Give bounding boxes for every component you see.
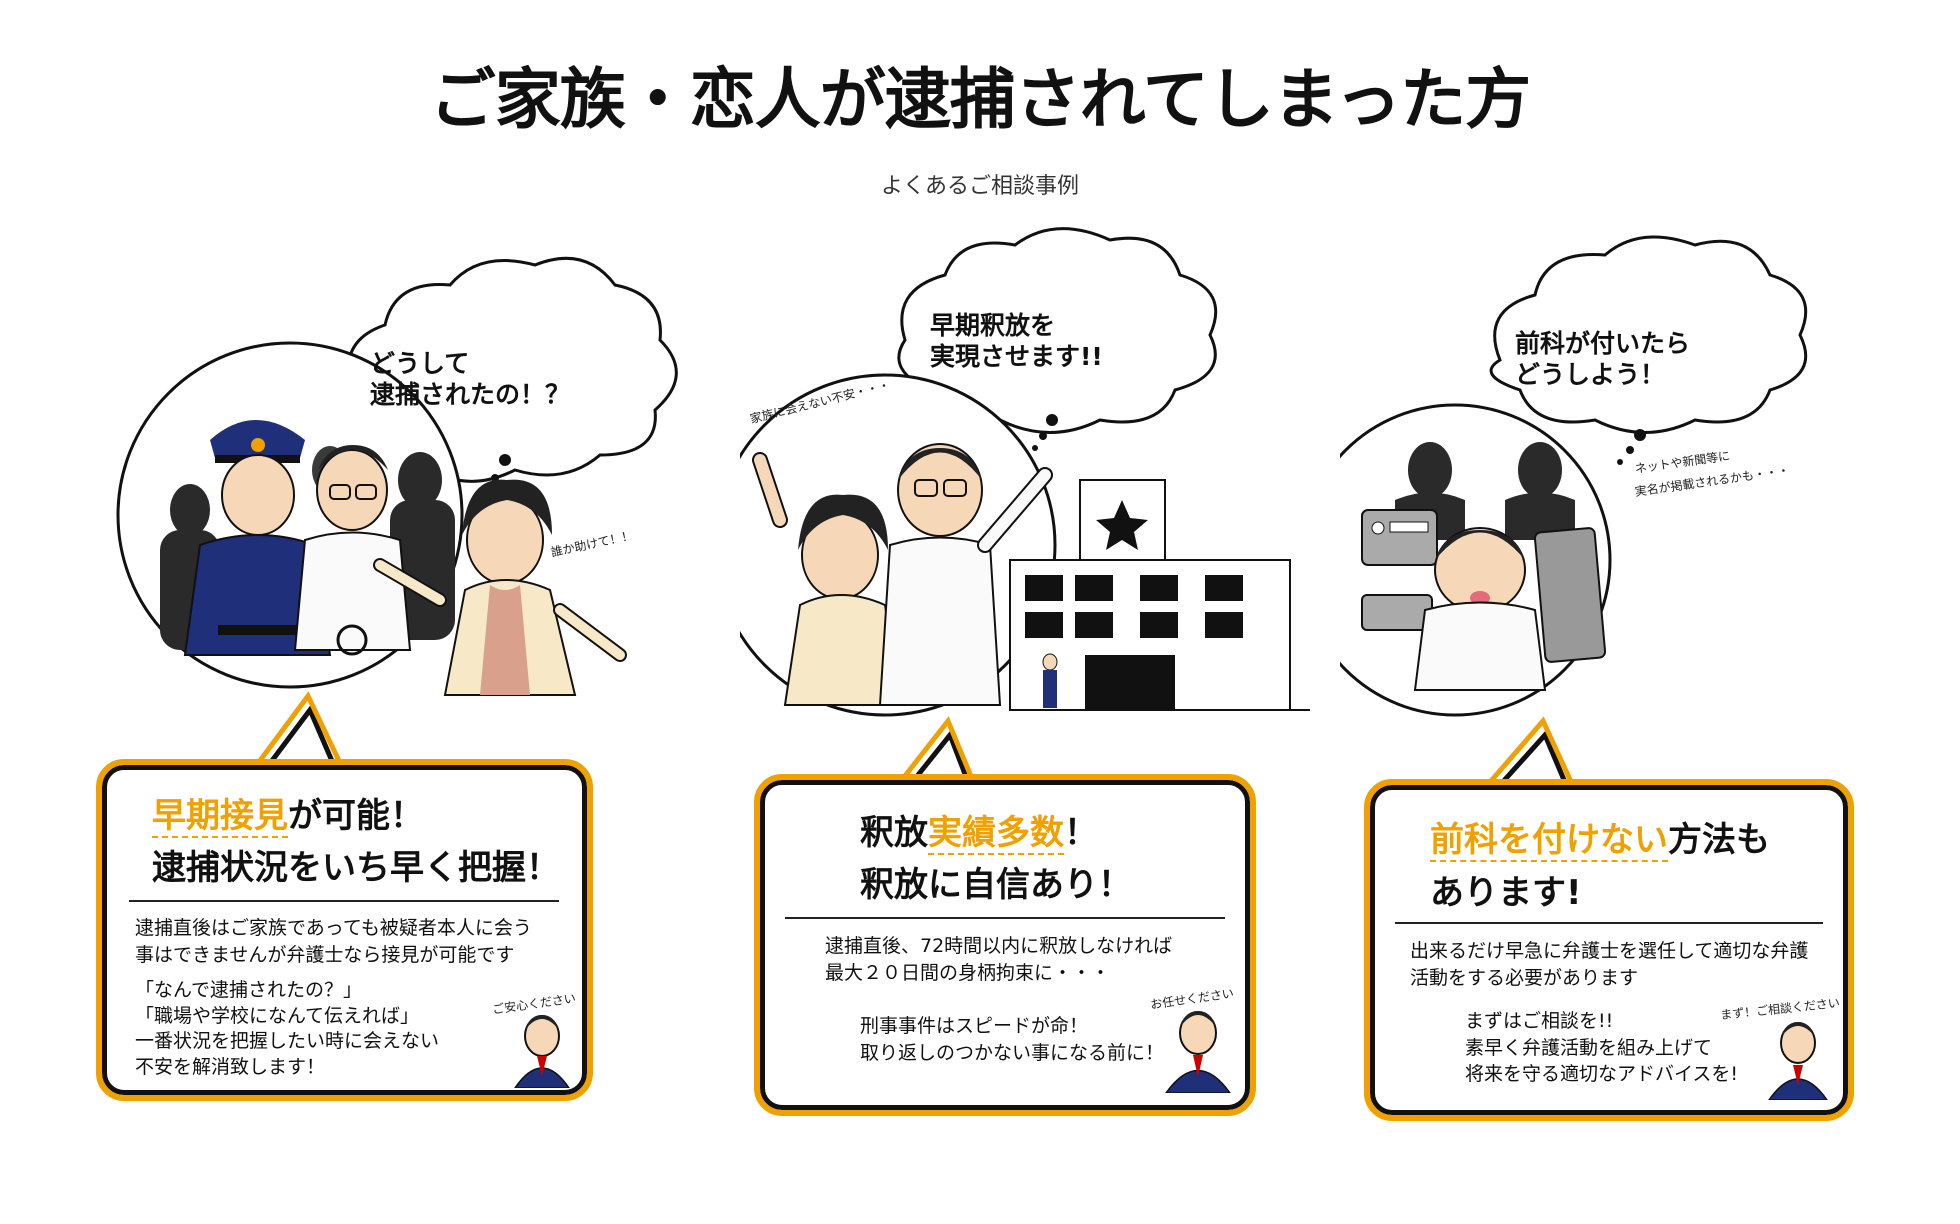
bubble-line: 逮捕されたの！？ [370,380,571,410]
card-tail [263,705,338,772]
card-headline-1: 前科を付けない方法も [1430,820,1770,862]
card-headline-2: 逮捕状況をいち早く把握！ [152,848,560,888]
card-body-2: まずはご相談を!!素早く弁護活動を組み上げて将来を守る適切なアドバイスを! [1465,1010,1739,1086]
bubble-line: どうしよう！ [1515,360,1666,390]
case-panel-record: 前科が付いたら どうしよう！ ネットや新聞等に 実名が掲載されるかも・・・ 前科… [1340,0,1960,1224]
info-card: 前科を付けない方法も あります! 出来るだけ早急に弁護士を選任して適切な弁護活動… [1364,779,1854,1121]
card-headline-1: 早期接見が可能！ [152,796,424,838]
card-body-1: 出来るだけ早急に弁護士を選任して適切な弁護活動をする必要があります [1410,940,1809,989]
card-tail [908,730,973,788]
card-tail [1498,730,1570,788]
page-title: ご家族・恋人が逮捕されてしまった方 [429,61,1531,138]
bubble-line: 実現させます!! [930,342,1103,372]
thought-bubble-text: 前科が付いたら どうしよう！ [1515,328,1690,391]
card-body-2: 刑事事件はスピードが命！取り返しのつかない事になる前に！ [860,1015,1165,1064]
card-headline-2: 釈放に自信あり！ [860,865,1132,905]
lawyer-icon [1165,1011,1231,1093]
arrest-illustration [116,256,678,772]
lawyer-icon [1768,1022,1828,1100]
release-illustration [740,227,1310,788]
bubble-line: 早期釈放を [930,311,1056,340]
card-headline-1: 釈放実績多数！ [860,813,1098,855]
divider [1395,922,1823,924]
card-body-1: 逮捕直後、72時間以内に釈放しなければ最大２０日間の身柄拘束に・・・ [825,935,1173,984]
case-panel-arrest: どうして 逮捕されたの！？ 誰か助けて！！ 早期接見が可能！ 逮捕状況をいち早く… [90,0,743,1224]
card-body-2: 「なんで逮捕されたの？」「職場や学校になんて伝えれば」 一番状況を把握したい時に… [135,979,440,1078]
case-panel-release: 早期釈放を 実現させます!! 家族に会えない不安・・・ 釈放実績多数！ 釈放に自… [740,0,1393,1224]
bubble-line: どうして [370,349,470,378]
record-illustration [1340,235,1808,788]
side-note: ネットや新聞等に 実名が掲載されるかも・・・ [1633,448,1791,499]
divider [129,900,559,902]
info-card: 早期接見が可能！ 逮捕状況をいち早く把握！ 逮捕直後はご家族であっても被疑者本人… [96,759,593,1101]
thought-bubble-text: 早期釈放を 実現させます!! [930,310,1103,373]
card-headline-2: あります! [1430,873,1582,913]
bubble-line: 前科が付いたら [1515,329,1691,358]
page-subtitle: よくあるご相談事例 [880,174,1079,199]
lawyer-icon [514,1015,570,1088]
thought-bubble [1489,235,1808,434]
divider [785,917,1225,919]
info-card: 釈放実績多数！ 釈放に自信あり！ 逮捕直後、72時間以内に釈放しなければ最大２０… [754,774,1256,1116]
thought-bubble-text: どうして 逮捕されたの！？ [370,348,570,411]
card-body-1: 逮捕直後はご家族であっても被疑者本人に会う事はできませんが弁護士なら接見が可能で… [135,917,532,966]
